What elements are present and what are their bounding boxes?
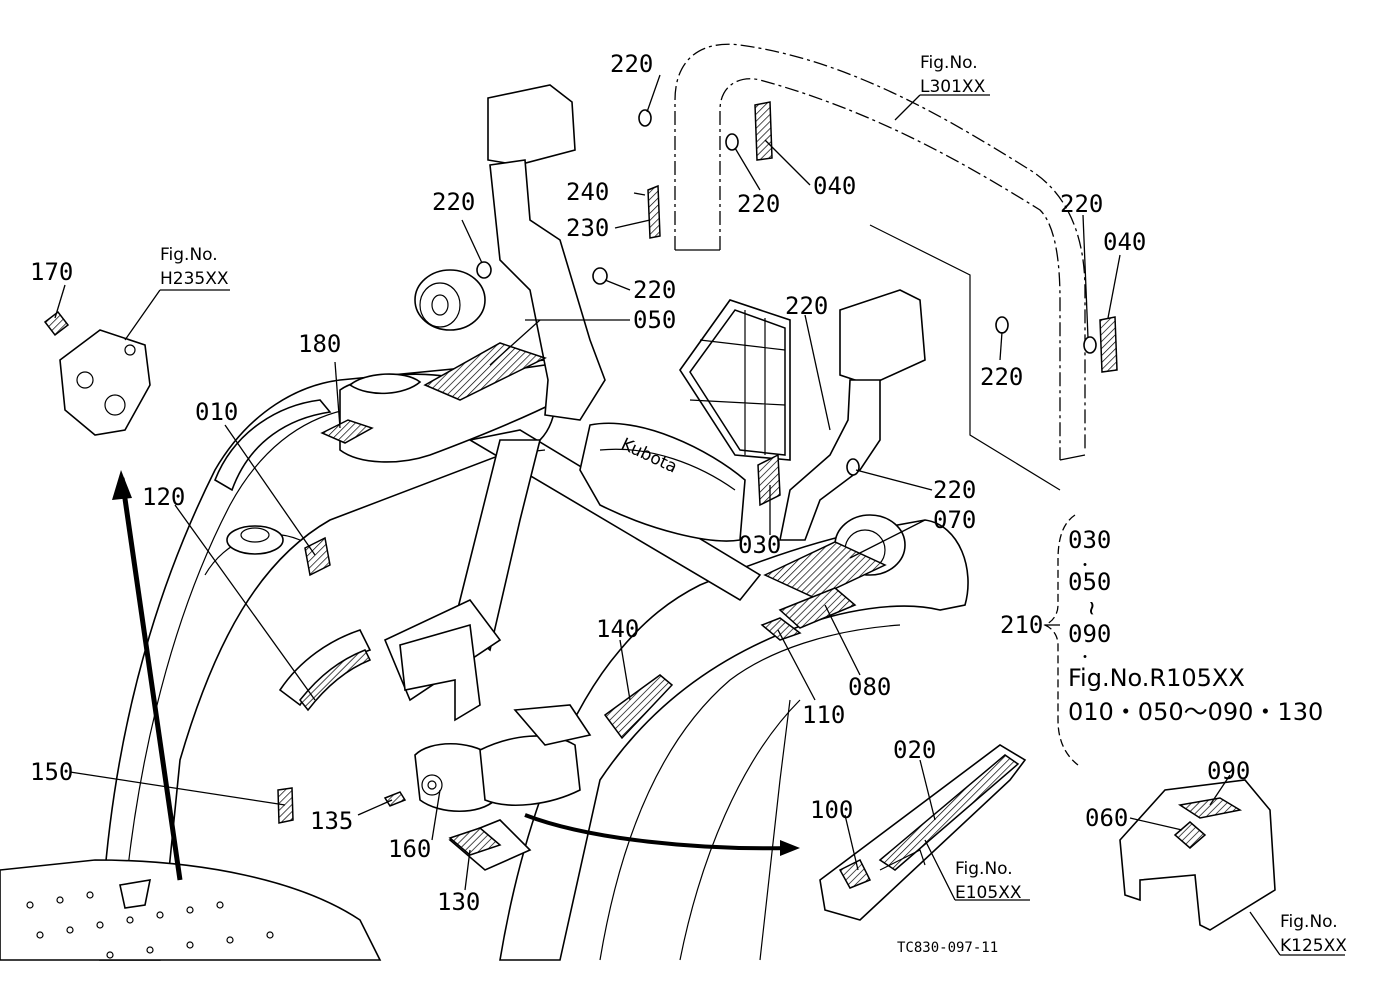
label-010: 010 (195, 398, 238, 426)
figref-e105-title: Fig.No. (955, 859, 1013, 879)
label-220-e: 220 (1060, 190, 1103, 218)
decal-040-right (1099, 316, 1118, 373)
label-220-c: 220 (432, 188, 475, 216)
step-plate-inset (819, 744, 1027, 921)
decal-110 (760, 617, 802, 641)
part-labels: 170 180 010 120 220 220 220 220 220 220 … (30, 50, 1250, 916)
label-170: 170 (30, 258, 73, 286)
decal-010 (304, 536, 331, 577)
label-220-d: 220 (633, 276, 676, 304)
decals (43, 101, 1118, 856)
label-100: 100 (810, 796, 853, 824)
label-070: 070 (933, 506, 976, 534)
drawing-code: TC830-097-11 (897, 940, 998, 956)
label-050: 050 (633, 306, 676, 334)
label-135: 135 (310, 807, 353, 835)
label-030: 030 (738, 531, 781, 559)
figref-k125-code: K125XX (1280, 936, 1347, 956)
label-060: 060 (1085, 804, 1128, 832)
set-note: 030 ・ 050 ~ 090 ・ Fig.No.R105XX 010・050～… (1043, 514, 1323, 766)
label-110: 110 (802, 701, 845, 729)
label-040-b: 040 (1103, 228, 1146, 256)
label-220-h: 220 (933, 476, 976, 504)
label-240: 240 (566, 178, 609, 206)
label-220-b: 220 (737, 190, 780, 218)
figref-l301-title: Fig.No. (920, 53, 978, 73)
note-line5: 010・050～090・130 (1068, 698, 1323, 726)
decal-140 (603, 674, 674, 740)
decal-130 (448, 827, 502, 856)
label-220-a: 220 (610, 50, 653, 78)
decal-230 (647, 184, 661, 239)
reference-arrows (112, 470, 800, 881)
figref-l301-code: L301XX (920, 77, 986, 97)
label-220-g: 220 (980, 363, 1023, 391)
label-020: 020 (893, 736, 936, 764)
decal-040-left (754, 101, 773, 161)
decal-080 (778, 587, 857, 629)
note-line4: Fig.No.R105XX (1068, 664, 1245, 692)
cover-inset (1119, 779, 1276, 931)
decal-050 (423, 342, 547, 401)
label-220-f: 220 (785, 292, 828, 320)
label-080: 080 (848, 673, 891, 701)
label-140: 140 (596, 615, 639, 643)
label-180: 180 (298, 330, 341, 358)
note-tilde: ~ (1078, 601, 1106, 615)
figref-k125-title: Fig.No. (1280, 912, 1338, 932)
figure-references: Fig.No. H235XX Fig.No. L301XX Fig.No. E1… (160, 53, 1347, 956)
label-150: 150 (30, 758, 73, 786)
label-090: 090 (1207, 757, 1250, 785)
decal-170 (43, 310, 70, 337)
figref-e105-code: E105XX (955, 883, 1022, 903)
label-130: 130 (437, 888, 480, 916)
figref-h235-code: H235XX (160, 269, 229, 289)
note-line1: 030 (1068, 526, 1111, 554)
label-230: 230 (566, 214, 609, 242)
label-120: 120 (142, 483, 185, 511)
plugs (476, 109, 1097, 476)
note-line2: 050 (1068, 568, 1111, 596)
tractor-body: Kubota (0, 84, 969, 961)
figref-h235-title: Fig.No. (160, 245, 218, 265)
note-dot2: ・ (1078, 650, 1092, 666)
note-line3: 090 (1068, 620, 1111, 648)
decal-135 (383, 791, 407, 807)
note-dot1: ・ (1078, 558, 1092, 574)
rops-frame (674, 43, 1086, 491)
label-040-a: 040 (813, 172, 856, 200)
label-210: 210 (1000, 611, 1043, 639)
decal-150 (277, 787, 294, 824)
decal-030 (757, 453, 781, 507)
label-160: 160 (388, 835, 431, 863)
leader-lines (54, 74, 1345, 956)
